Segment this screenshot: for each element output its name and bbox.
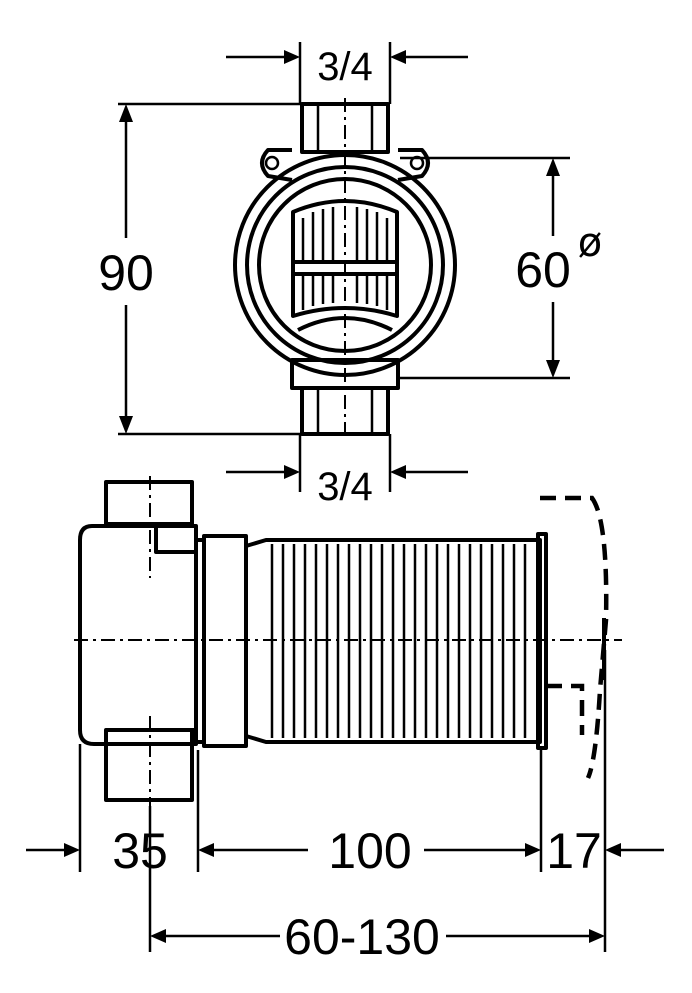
- adjustable-range-label: 60-130: [284, 909, 440, 965]
- height-label: 90: [98, 245, 154, 301]
- length-flange-label: 17: [546, 823, 602, 879]
- diameter-dimension: 60 ø: [400, 156, 602, 380]
- outlet-size-dimension: 3/4: [226, 434, 468, 509]
- adjustable-range-dimension: 60-130: [150, 909, 605, 965]
- outlet-size-label: 3/4: [317, 465, 373, 509]
- top-view: 3/4: [98, 42, 602, 509]
- diameter-label: 60: [515, 242, 571, 298]
- height-dimension: 90: [98, 102, 302, 436]
- length-body-label: 35: [112, 823, 168, 879]
- strainer-insert: [291, 199, 399, 332]
- mounting-lugs: [260, 148, 430, 182]
- inlet-size-label: 3/4: [317, 45, 373, 89]
- side-view: 35 100 17 60-130: [26, 476, 664, 965]
- valve-body: [78, 524, 198, 746]
- diameter-symbol: ø: [578, 220, 602, 266]
- inlet-size-dimension: 3/4: [226, 42, 468, 104]
- length-dimension-row: 35 100 17: [26, 823, 664, 879]
- cover-cap: [540, 495, 609, 779]
- length-bellows-label: 100: [328, 823, 411, 879]
